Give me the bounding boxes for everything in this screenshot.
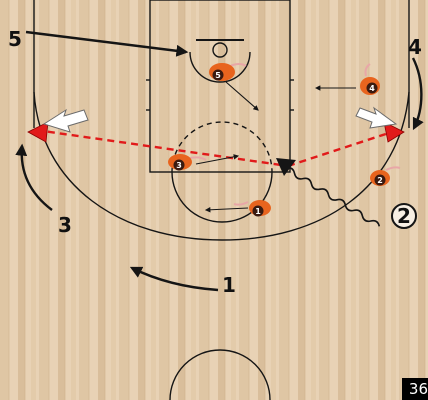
- player-paths: [195, 81, 356, 213]
- rim: [212, 42, 228, 58]
- restricted-area: [189, 51, 251, 83]
- screen-arrow-right-icon: [355, 106, 398, 129]
- offensive-player-1: 1: [233, 200, 271, 217]
- movement-label-5: 5: [8, 27, 22, 51]
- offensive-player-4: 4: [360, 63, 380, 95]
- path-player-3: [195, 154, 240, 165]
- center-circle: [169, 349, 271, 400]
- pass-target-right-icon: [383, 121, 405, 143]
- movement-label-2: 2: [397, 204, 411, 228]
- cut-arrow-1: [129, 266, 219, 292]
- movement-arrows: [15, 30, 424, 292]
- cut-arrow-4: [411, 57, 424, 131]
- free-throw-circle-top: [171, 121, 273, 173]
- offensive-player-3: 3: [168, 154, 207, 171]
- movement-label-4: 4: [408, 35, 422, 59]
- offensive-player-5: 5: [209, 63, 247, 81]
- dribble-arrowhead-icon: [276, 158, 296, 176]
- player-label-2: 2: [377, 176, 383, 185]
- player-label-4: 4: [369, 84, 375, 93]
- pass-target-left-icon: [27, 121, 49, 143]
- path-player-1: [204, 207, 249, 213]
- player-label-3: 3: [176, 161, 182, 170]
- pass-line-right: [287, 128, 399, 168]
- cut-arrow-5: [25, 30, 189, 57]
- pass-lines: [27, 121, 405, 168]
- path-player-5: [225, 81, 259, 111]
- player-label-5: 5: [215, 71, 221, 80]
- dribble-path: [285, 166, 381, 227]
- free-throw-circle-bottom: [171, 171, 273, 223]
- court-lines: [33, 0, 410, 400]
- screen-arrow-left-icon: [42, 108, 89, 133]
- movement-label-3: 3: [58, 213, 72, 237]
- cut-arrow-3: [15, 143, 53, 211]
- page-number-badge: 36: [402, 378, 428, 400]
- pass-line-left: [35, 128, 289, 168]
- movement-label-2-circle: [391, 203, 417, 229]
- paint-lane: [149, 0, 291, 173]
- movement-label-1: 1: [222, 273, 236, 297]
- player-label-1: 1: [255, 207, 261, 216]
- screen-arrows: [42, 106, 398, 133]
- offensive-player-2: 2: [370, 166, 401, 186]
